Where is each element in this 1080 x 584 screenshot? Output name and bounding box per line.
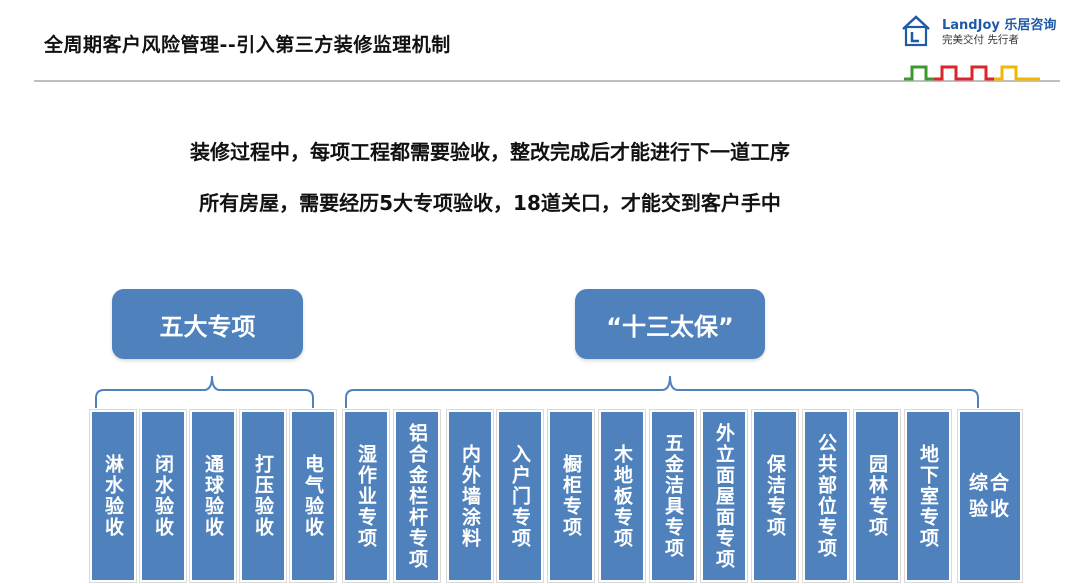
check-item: 五金洁具专项 (650, 410, 696, 582)
check-item: 木地板专项 (599, 410, 645, 582)
headline-2: 所有房屋，需要经历5大专项验收，18道关口，才能交到客户手中 (199, 191, 781, 215)
brace-thirteen-items (345, 375, 979, 408)
brace-five-items (95, 375, 314, 408)
check-item: 园林专项 (854, 410, 900, 582)
check-item: 保洁专项 (752, 410, 798, 582)
logo-slogan: 完美交付 先行者 (942, 34, 1019, 46)
group-label-five-items: 五大专项 (112, 289, 303, 359)
decorative-wave-icon (904, 65, 1040, 81)
title-divider (34, 80, 1060, 82)
check-item: 外立面屋面专项 (701, 410, 747, 582)
logo-name: LandJoy 乐居咨询 (942, 18, 1057, 33)
check-item: 湿作业专项 (343, 410, 389, 582)
check-item: 闭水验收 (140, 410, 186, 582)
check-item: 内外墙涂料 (447, 410, 493, 582)
check-item: 打压验收 (240, 410, 286, 582)
house-logo-icon (902, 15, 930, 47)
headline-1: 装修过程中，每项工程都需要验收，整改完成后才能进行下一道工序 (190, 140, 790, 164)
brand-logo: LandJoy 乐居咨询 完美交付 先行者 (900, 14, 1060, 54)
check-item: 公共部位专项 (803, 410, 849, 582)
check-item: 电气验收 (290, 410, 336, 582)
check-item: 橱柜专项 (548, 410, 594, 582)
check-item: 综合验收 (958, 410, 1022, 582)
page-title: 全周期客户风险管理--引入第三方装修监理机制 (44, 34, 451, 56)
group-label-thirteen-items: “十三太保” (575, 289, 765, 359)
check-item: 通球验收 (190, 410, 236, 582)
check-item: 地下室专项 (905, 410, 951, 582)
check-item: 淋水验收 (90, 410, 136, 582)
check-item: 铝合金栏杆专项 (394, 410, 440, 582)
check-item: 入户门专项 (497, 410, 543, 582)
